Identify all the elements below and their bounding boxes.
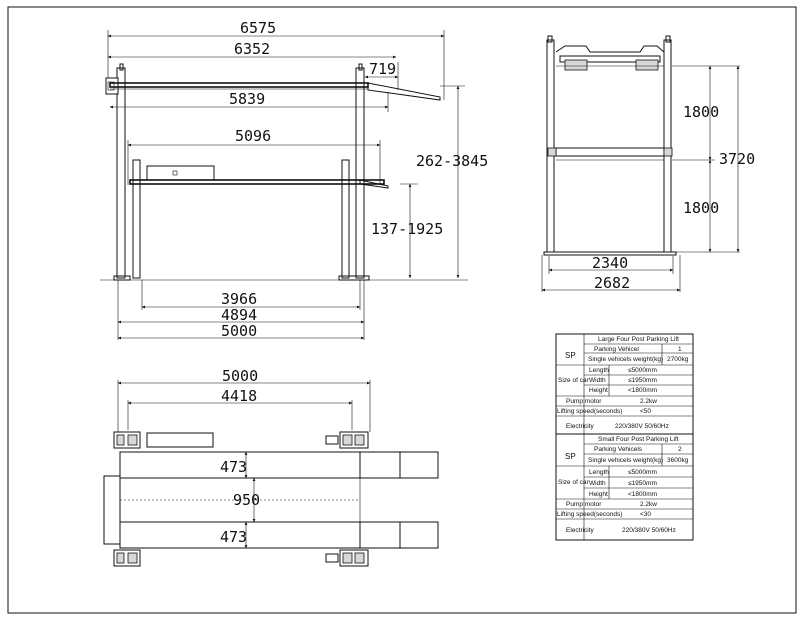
small-elec-value: 220/380V 50/60Hz [622,527,676,534]
small-length-value: ≤5000mm [628,469,657,476]
spec-table: Large Four Post Parking Lift SP Parking … [555,333,694,541]
large-height-value: <1800mm [628,387,657,394]
small-height-value: <1800mm [628,491,657,498]
large-elec-value: 220/380V 50/60Hz [615,423,669,430]
dim-inner-width: 2340 [592,254,628,272]
large-length-value: ≤5000mm [628,367,657,374]
small-vehicles-value: 2 [678,446,682,453]
front-view: 6575 6352 719 5839 5096 [100,19,488,340]
large-elec-label: Electricity [566,423,595,430]
small-speed-label: Lifting speed(seconds) [557,511,622,518]
dim-total-height: 3720 [719,150,755,168]
large-weight-label: Single vehicels weight(kg) [588,356,663,363]
dim-plan-overall-length: 5000 [222,367,258,385]
small-sp: SP [565,452,576,461]
dim-base-length: 5000 [221,322,257,340]
dim-runway-top: 473 [220,458,247,476]
dim-outer-width: 2682 [594,274,630,292]
small-elec-label: Electricity [566,527,595,534]
dim-upper-height: 262-3845 [416,152,488,170]
dim-ramp: 719 [369,60,396,78]
small-width-value: ≤1950mm [628,480,657,487]
small-weight-value: 3600kg [667,457,689,464]
small-weight-label: Single vehicels weight(kg) [588,457,663,464]
large-length-label: Length [589,367,609,374]
small-title: Small Four Post Parking Lift [598,436,679,443]
large-title: Large Four Post Parking Lift [598,336,679,343]
large-sp: SP [565,351,576,360]
dim-post-span: 6352 [234,40,270,58]
dim-level-gap-upper: 1800 [683,103,719,121]
dim-level-gap-lower: 1800 [683,199,719,217]
large-vehicles-label: Parking Vehicel [594,346,639,353]
large-vehicles-value: 1 [678,346,682,353]
dim-lower-height: 137-1925 [371,220,443,238]
side-view: 2340 2682 1800 3720 1800 [541,35,755,292]
dim-lower-deck: 5096 [235,127,271,145]
dim-center-gap: 950 [233,491,260,509]
plan-view: 5000 4418 473 950 473 [103,367,439,567]
small-height-label: Height [589,491,608,498]
large-speed-label: Lifting speed(seconds) [557,408,622,415]
large-size-label: Size of car [558,377,590,384]
dim-wheel-track: 3966 [221,290,257,308]
small-length-label: Length [589,469,609,476]
sheet-border [7,6,797,614]
small-speed-value: <30 [640,511,651,518]
small-pump-label: Pump motor [566,501,602,508]
small-width-label: Width [589,480,606,487]
small-vehicles-label: Parking Vehicels [594,446,643,453]
large-pump-label: Pump motor [566,398,602,405]
large-height-label: Height [589,387,608,394]
large-speed-value: <50 [640,408,651,415]
large-pump-value: 2.2kw [640,398,657,405]
dim-inner-base: 4894 [221,306,257,324]
small-size-label: Size of car [558,479,590,486]
large-width-value: ≤1950mm [628,377,657,384]
dim-post-spacing: 4418 [221,387,257,405]
dim-runway-bottom: 473 [220,528,247,546]
small-pump-value: 2.2kw [640,501,657,508]
dim-overall-width: 6575 [240,19,276,37]
dim-upper-deck: 5839 [229,90,265,108]
large-width-label: Width [589,377,606,384]
large-weight-value: 2700kg [667,356,689,363]
